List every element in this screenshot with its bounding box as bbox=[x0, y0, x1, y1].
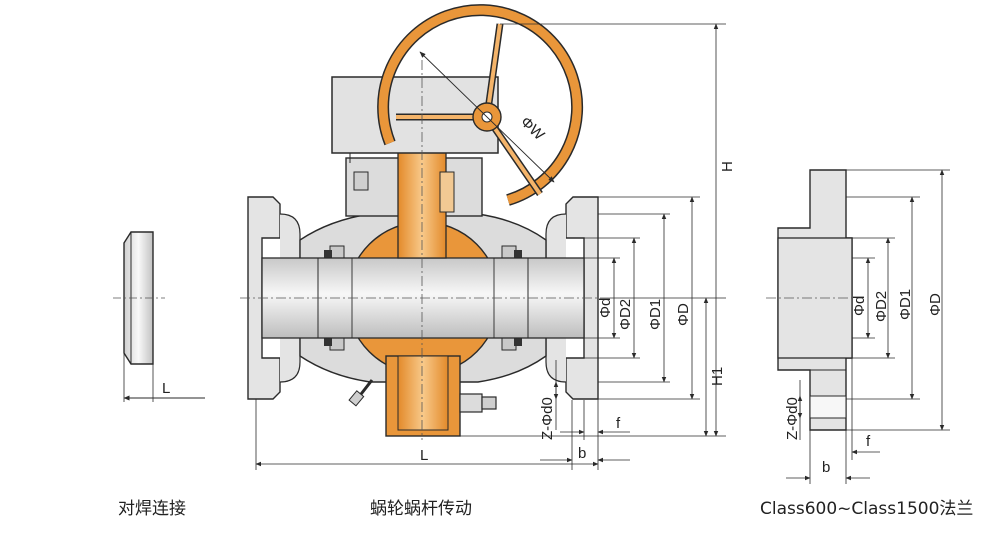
flange-dim-raised-face-f: f bbox=[866, 433, 871, 450]
dim-length-L: L bbox=[420, 447, 428, 464]
caption-worm-gear: 蜗轮蜗杆传动 bbox=[370, 499, 472, 519]
flange-dim-bore-d: Φd bbox=[851, 296, 868, 316]
valve-body bbox=[240, 4, 610, 440]
dim-height-H1: H1 bbox=[709, 367, 726, 386]
dim-bore-d: Φd bbox=[597, 298, 614, 318]
flange-dim-thickness-b: b bbox=[822, 459, 830, 476]
flange-dim-dia-D2: ΦD2 bbox=[873, 291, 890, 322]
dim-height-H: H bbox=[719, 161, 736, 172]
flange-dim-dia-D1: ΦD1 bbox=[897, 289, 914, 320]
dim-thickness-b: b bbox=[578, 445, 586, 462]
main-dimension-lines bbox=[255, 23, 726, 470]
flange-dim-dia-D: ΦD bbox=[927, 293, 944, 316]
dim-dia-D2: ΦD2 bbox=[617, 299, 634, 330]
caption-flange: Class600~Class1500法兰 bbox=[760, 499, 974, 519]
dim-handwheel-dia: ΦW bbox=[517, 113, 548, 144]
dim-length-weld: L bbox=[162, 380, 170, 397]
dim-raised-face-f: f bbox=[616, 415, 621, 432]
dim-bolt-holes: Z-Φd0 bbox=[539, 397, 556, 440]
dim-dia-D: ΦD bbox=[675, 303, 692, 326]
caption-weld-end: 对焊连接 bbox=[118, 499, 186, 519]
flange-dimension-lines bbox=[786, 169, 950, 484]
weld-end-view bbox=[113, 231, 205, 402]
flange-dim-bolt-holes: Z-Φd0 bbox=[784, 397, 801, 440]
dim-dia-D1: ΦD1 bbox=[647, 299, 664, 330]
flange-view bbox=[766, 169, 862, 431]
